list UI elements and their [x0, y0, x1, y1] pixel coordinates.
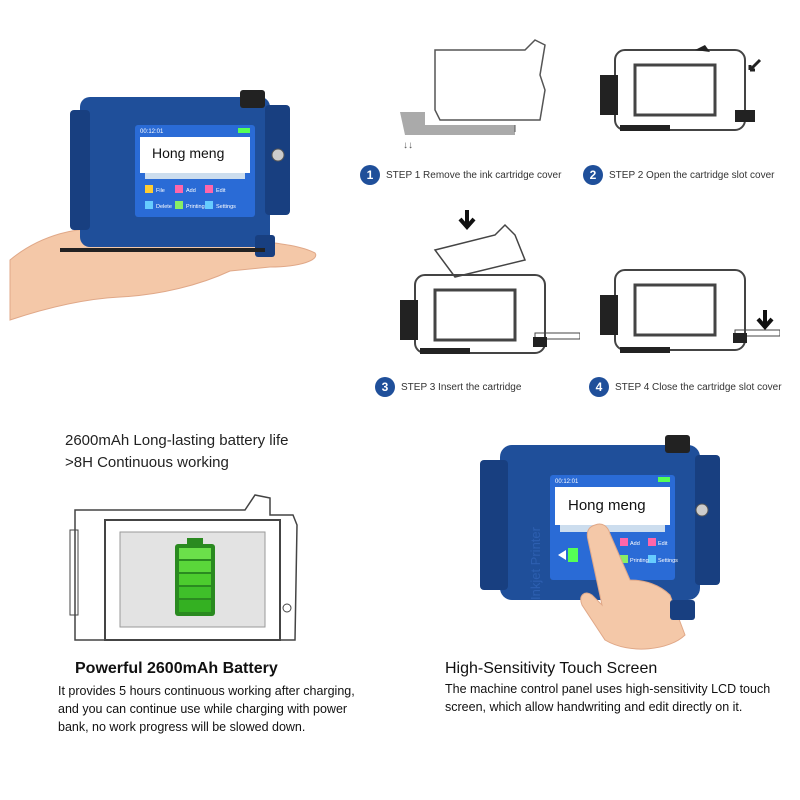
touch-caption-body: The machine control panel uses high-sens…	[445, 682, 771, 714]
step-2-text: STEP 2 Open the cartridge slot cover	[609, 169, 775, 181]
screen-text-2: Hong meng	[568, 497, 646, 514]
step-2-label: 2 STEP 2 Open the cartridge slot cover	[583, 165, 774, 185]
step-4-label: 4 STEP 4 Close the cartridge slot cover	[589, 377, 782, 397]
screen-time: 00:12:01	[140, 129, 164, 135]
menu-settings-2: Settings	[658, 558, 678, 564]
battery-info: 2600mAh Long-lasting battery life >8H Co…	[65, 430, 288, 474]
battery-caption-body: It provides 5 hours continuous working a…	[58, 684, 355, 734]
menu-settings: Settings	[216, 204, 236, 210]
step-3-text: STEP 3 Insert the cartridge	[401, 381, 522, 393]
step-3-number: 3	[375, 377, 395, 397]
menu-printing: Printing	[186, 204, 205, 210]
battery-info-line2: >8H Continuous working	[65, 454, 229, 471]
menu-delete: Delete	[156, 204, 172, 210]
touch-caption-title: High-Sensitivity Touch Screen	[445, 660, 658, 677]
menu-printing-2: Printing	[630, 558, 649, 564]
screen-text: Hong meng	[152, 145, 224, 161]
battery-info-line1: 2600mAh Long-lasting battery life	[65, 432, 289, 449]
step-1-label: 1 STEP 1 Remove the ink cartridge cover	[360, 165, 561, 185]
printer-brand: Inkjet Printer	[528, 526, 543, 600]
menu-edit: Edit	[216, 188, 226, 194]
menu-add-2: Add	[630, 541, 640, 547]
menu-add: Add	[186, 188, 196, 194]
menu-file: File	[156, 188, 165, 194]
step-1-number: 1	[360, 165, 380, 185]
step2-diagram	[600, 45, 762, 131]
printer-in-hand-image: 00:12:01 Hong meng File Add Edit Delete …	[9, 90, 317, 321]
step-2-number: 2	[583, 165, 603, 185]
battery-caption-title: Powerful 2600mAh Battery	[75, 660, 278, 677]
battery-diagram	[69, 494, 298, 641]
step-4-number: 4	[589, 377, 609, 397]
step-4-text: STEP 4 Close the cartridge slot cover	[615, 381, 782, 393]
menu-edit-2: Edit	[658, 541, 668, 547]
screen-time-2: 00:12:01	[555, 479, 579, 485]
svg-text:↓↓: ↓↓	[403, 140, 413, 151]
step-3-label: 3 STEP 3 Insert the cartridge	[375, 377, 521, 397]
battery-icon	[175, 538, 215, 616]
step1-diagram: ↓↓	[400, 39, 546, 151]
step4-diagram	[600, 269, 780, 353]
printer-touch-image: Inkjet Printer 00:12:01 Hong meng Add Ed…	[480, 435, 720, 650]
finger-shape	[580, 523, 686, 650]
step3-diagram	[400, 210, 580, 354]
step-1-text: STEP 1 Remove the ink cartridge cover	[386, 169, 562, 181]
